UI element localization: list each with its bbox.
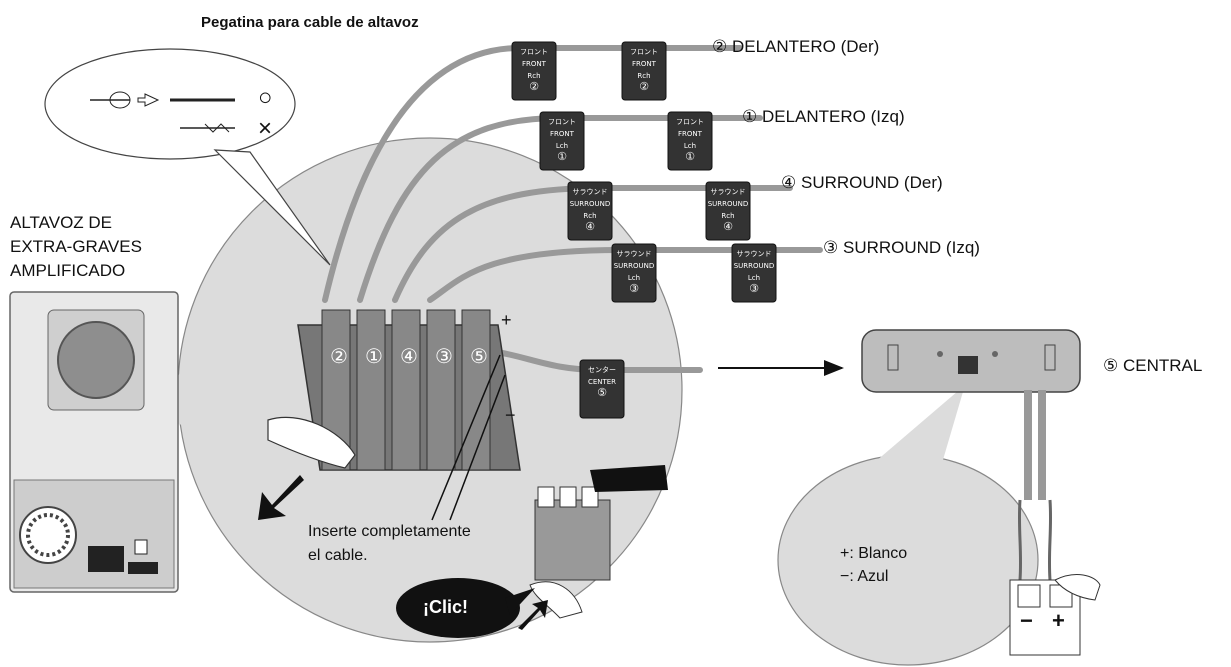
polarity-minus: − xyxy=(505,405,516,425)
cable-tag-text: フロント xyxy=(676,118,704,126)
cable-tag-text: SURROUND xyxy=(614,262,655,270)
channel-label-front-left: ① DELANTERO (Izq) xyxy=(742,107,905,126)
cable-tag-text: FRONT xyxy=(678,130,703,138)
center-cable-detail xyxy=(1009,390,1101,656)
terminal-number-1: ② xyxy=(330,346,348,368)
cable-tag-text: CENTER xyxy=(588,378,616,386)
wrong-mark: × xyxy=(258,115,273,142)
correct-mark: ○ xyxy=(258,84,273,111)
cable-tag-text: サラウンド xyxy=(737,250,772,258)
cable-tag-text: SURROUND xyxy=(708,200,749,208)
cable-tag-text: フロント xyxy=(548,118,576,126)
hand-icon xyxy=(267,416,356,469)
subwoofer-unit xyxy=(9,291,179,593)
zoom-circle-center xyxy=(777,454,1039,666)
channel-label-surround-right: ④ SURROUND (Der) xyxy=(781,173,943,192)
cable-tag-text: Rch xyxy=(721,212,734,220)
wire-twist-bubble xyxy=(44,48,296,160)
channel-label-center: ⑤ CENTRAL xyxy=(1103,356,1203,375)
cable-tag-text: Lch xyxy=(684,142,696,150)
cable-tag-text: ④ xyxy=(723,220,733,233)
terminal-number-4: ③ xyxy=(435,346,453,368)
cable-tag-text: SURROUND xyxy=(734,262,775,270)
cable-tag-text: ③ xyxy=(749,282,759,295)
cable-tag-text: フロント xyxy=(520,48,548,56)
cable-tag-text: SURROUND xyxy=(570,200,611,208)
cable-tag-text: ⑤ xyxy=(597,386,607,399)
terminal-number-5: ⑤ xyxy=(470,346,488,368)
cable-tag-text: FRONT xyxy=(550,130,575,138)
insert-pointer-line xyxy=(431,354,501,521)
subwoofer-label: ALTAVOZ DE EXTRA-GRAVES AMPLIFICADO xyxy=(10,213,142,280)
woofer-cone-icon xyxy=(57,321,135,399)
terminal-number-2: ① xyxy=(365,346,383,368)
cable-tag-text: ① xyxy=(557,150,567,163)
cable-tag-text: ③ xyxy=(629,282,639,295)
cable-tag-text: サラウンド xyxy=(573,188,608,196)
terminal-sign-plus: + xyxy=(1052,608,1065,633)
cable-tag-text: フロント xyxy=(630,48,658,56)
center-speaker-unit xyxy=(861,329,1081,393)
cable-tag-text: Lch xyxy=(556,142,568,150)
sticker-title: Pegatina para cable de altavoz xyxy=(201,14,419,31)
cable-tag-text: ② xyxy=(639,80,649,93)
mini-terminal-illustration xyxy=(518,465,668,630)
push-down-arrow-icon xyxy=(258,475,304,520)
zoom-pointer-center xyxy=(875,385,965,470)
cable-tag-text: Rch xyxy=(583,212,596,220)
cable-tag-text: FRONT xyxy=(522,60,547,68)
cable-tag-text: FRONT xyxy=(632,60,657,68)
channel-label-surround-left: ③ SURROUND (Izq) xyxy=(823,238,980,257)
legend-minus: −: Azul xyxy=(840,568,889,585)
cable-tag-text: Rch xyxy=(637,72,650,80)
terminal-sign-minus: − xyxy=(1020,608,1033,633)
cable-tag-text: Lch xyxy=(628,274,640,282)
insert-instruction: Inserte completamente el cable. xyxy=(308,523,471,564)
cable-tag-text: ① xyxy=(685,150,695,163)
cable-tag-text: Lch xyxy=(748,274,760,282)
polarity-plus: + xyxy=(501,310,512,330)
insert-pointer-line xyxy=(449,374,506,521)
cable-tags: フロントFRONTRch②フロントFRONTRch②フロントFRONTLch①フ… xyxy=(511,41,777,419)
channel-label-front-right: ② DELANTERO (Der) xyxy=(712,37,880,56)
terminal-number-3: ④ xyxy=(400,346,418,368)
cable-tag-text: サラウンド xyxy=(617,250,652,258)
cable-tag-text: ④ xyxy=(585,220,595,233)
click-text: ¡Clic! xyxy=(423,597,468,617)
legend-plus: +: Blanco xyxy=(840,545,908,562)
click-bubble xyxy=(396,578,520,638)
wire-twist-illustration xyxy=(90,91,235,133)
cable-tag-text: Rch xyxy=(527,72,540,80)
cable-tag-text: サラウンド xyxy=(711,188,746,196)
cable-tag-text: ② xyxy=(529,80,539,93)
cable-tag-text: センター xyxy=(588,365,616,374)
